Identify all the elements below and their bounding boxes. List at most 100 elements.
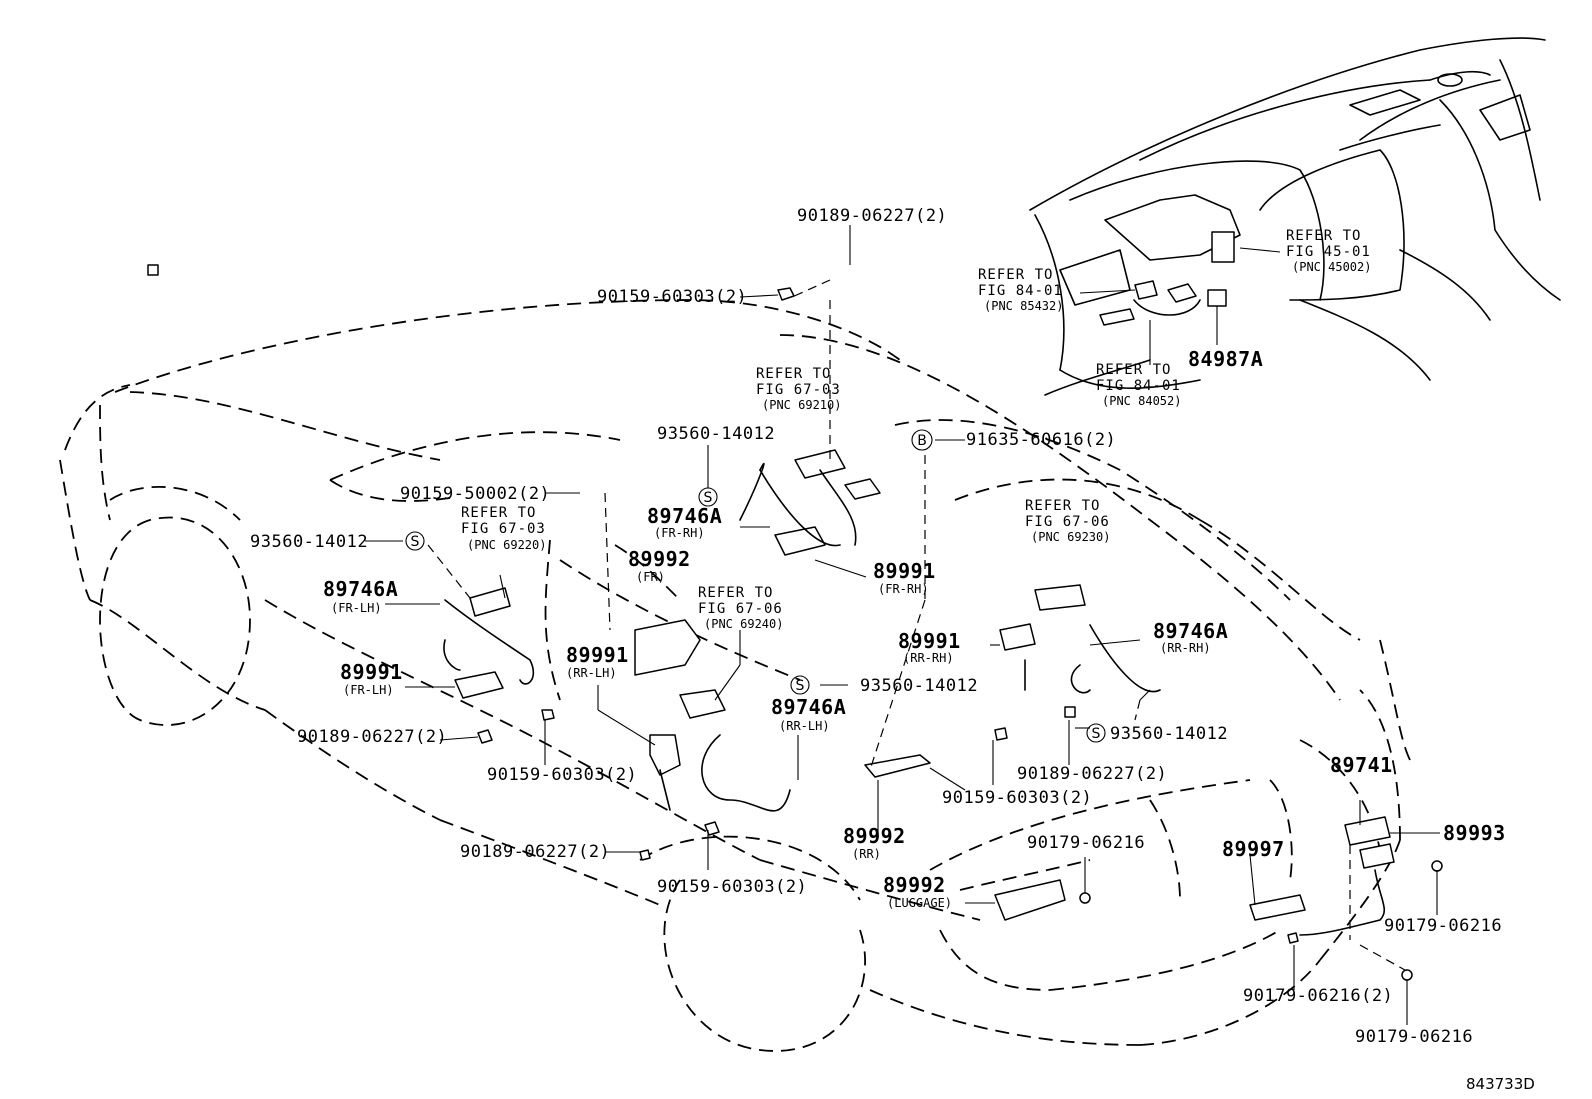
label-89997: 89997 bbox=[1222, 837, 1285, 861]
label-90189-rh: 90189-06227(2) bbox=[1017, 764, 1167, 784]
label-90159-low: 90159-60303(2) bbox=[657, 877, 807, 897]
label-89746A-fr-lh-pos: (FR-LH) bbox=[331, 601, 382, 615]
sensor-rr-lh bbox=[649, 734, 681, 776]
svg-text:B: B bbox=[917, 433, 927, 449]
label-89992-rr: 89992 bbox=[843, 824, 906, 848]
label-89991-fr-rh: 89991 bbox=[873, 559, 936, 583]
label-89992-rr-pos: (RR) bbox=[852, 847, 881, 861]
key-cylinder-shape bbox=[844, 478, 881, 500]
label-84987A: 84987A bbox=[1188, 347, 1263, 371]
ref-67-03-rh-2: FIG 67-03 bbox=[756, 382, 841, 398]
label-89746A-fr-rh-pos: (FR-RH) bbox=[654, 526, 705, 540]
svg-text:S: S bbox=[1092, 726, 1101, 742]
label-90159-top: 90159-60303(2) bbox=[597, 287, 747, 307]
bumper-sensor-fr bbox=[634, 619, 701, 676]
ref-84-01-b-2: FIG 84-01 bbox=[1096, 378, 1181, 394]
label-89991-fr-lh: 89991 bbox=[340, 660, 403, 684]
label-93560-fr-rh: 93560-14012 bbox=[657, 424, 775, 444]
label-93560-rr: 93560-14012 bbox=[1110, 724, 1228, 744]
svg-text:S: S bbox=[411, 534, 420, 550]
label-89992-fr-pos: (FR) bbox=[636, 570, 665, 584]
s-symbol-mid: S bbox=[790, 675, 810, 695]
dashboard-inset bbox=[1029, 37, 1561, 396]
label-90189-low: 90189-06227(2) bbox=[460, 842, 610, 862]
ref-84-01-a-3: (PNC 85432) bbox=[984, 299, 1063, 313]
module-89993 bbox=[1359, 843, 1395, 869]
ref-67-06-lh-3: (PNC 69240) bbox=[704, 617, 783, 631]
sensor-rr-rh bbox=[999, 623, 1036, 651]
part-shapes bbox=[147, 264, 1443, 981]
callout-symbols: S S S S B bbox=[405, 429, 1106, 743]
label-89741: 89741 bbox=[1330, 753, 1393, 777]
label-89991-rr-lh: 89991 bbox=[566, 643, 629, 667]
label-90179-2: 90179-06216(2) bbox=[1243, 986, 1393, 1006]
svg-text:S: S bbox=[704, 490, 713, 506]
sensor-luggage bbox=[994, 879, 1066, 921]
label-90159-50002: 90159-50002(2) bbox=[400, 484, 550, 504]
label-89991-rr-lh-pos: (RR-LH) bbox=[566, 666, 617, 680]
ref-84-01-a-1: REFER TO bbox=[978, 267, 1053, 283]
ref-67-03-lh-3: (PNC 69220) bbox=[467, 538, 546, 552]
label-89746A-rr-lh-pos: (RR-LH) bbox=[779, 719, 830, 733]
ref-45-01-1: REFER TO bbox=[1286, 228, 1361, 244]
car-body-outline bbox=[59, 299, 1411, 1052]
label-93560-fr-lh: 93560-14012 bbox=[250, 532, 368, 552]
ref-67-06-lh-2: FIG 67-06 bbox=[698, 601, 783, 617]
label-90189-top: 90189-06227(2) bbox=[797, 206, 947, 226]
label-89746A-fr-rh: 89746A bbox=[647, 504, 722, 528]
label-89992-fr: 89992 bbox=[628, 547, 691, 571]
sensor-fr-rh bbox=[774, 526, 826, 556]
label-90159-rh: 90159-60303(2) bbox=[942, 788, 1092, 808]
s-symbol-fr-lh: S bbox=[405, 531, 425, 551]
label-93560-mid: 93560-14012 bbox=[860, 676, 978, 696]
leader-lines bbox=[365, 225, 1440, 1025]
ref-45-01-3: (PNC 45002) bbox=[1292, 260, 1371, 274]
clip-shape bbox=[147, 264, 159, 276]
label-89991-rr-rh-pos: (RR-RH) bbox=[903, 651, 954, 665]
ref-67-03-rh-3: (PNC 69210) bbox=[762, 398, 841, 412]
bolt-shape bbox=[777, 287, 795, 301]
b-symbol: B bbox=[911, 429, 933, 451]
ref-67-03-lh-1: REFER TO bbox=[461, 505, 536, 521]
sensor-fr-lh bbox=[454, 671, 504, 699]
label-90159-lh: 90159-60303(2) bbox=[487, 765, 637, 785]
label-89991-rr-rh: 89991 bbox=[898, 629, 961, 653]
label-89991-fr-rh-pos: (FR-RH) bbox=[878, 582, 929, 596]
label-89993: 89993 bbox=[1443, 821, 1506, 845]
label-89746A-fr-lh: 89746A bbox=[323, 577, 398, 601]
diagram-id: 843733D bbox=[1466, 1075, 1535, 1093]
ref-84-01-b-3: (PNC 84052) bbox=[1102, 394, 1181, 408]
label-89991-fr-lh-pos: (FR-LH) bbox=[343, 683, 394, 697]
handle-rr-rh bbox=[1034, 584, 1086, 611]
label-89746A-rr-rh: 89746A bbox=[1153, 619, 1228, 643]
label-89746A-rr-rh-pos: (RR-RH) bbox=[1160, 641, 1211, 655]
ref-67-06-rh-3: (PNC 69230) bbox=[1031, 530, 1110, 544]
label-90189-lh: 90189-06227(2) bbox=[297, 727, 447, 747]
ref-67-06-rh-1: REFER TO bbox=[1025, 498, 1100, 514]
label-91635: 91635-60616(2) bbox=[966, 430, 1116, 450]
ref-84-01-b-1: REFER TO bbox=[1096, 362, 1171, 378]
sensor-rr bbox=[864, 754, 931, 778]
ref-67-03-lh-2: FIG 67-03 bbox=[461, 521, 546, 537]
handle-lh bbox=[469, 587, 511, 617]
ref-67-03-rh-1: REFER TO bbox=[756, 366, 831, 382]
label-90179-bottom: 90179-06216 bbox=[1355, 1027, 1473, 1047]
handle-rr-lh bbox=[679, 689, 726, 719]
s-symbol-fr-rh: S bbox=[698, 487, 718, 507]
ref-67-06-lh-1: REFER TO bbox=[698, 585, 773, 601]
ref-45-01-2: FIG 45-01 bbox=[1286, 244, 1371, 260]
handle-shape bbox=[794, 449, 846, 479]
label-90179-top: 90179-06216 bbox=[1027, 833, 1145, 853]
part-labels: 90189-06227(2) 90159-60303(2) REFER TO F… bbox=[250, 206, 1535, 1093]
ref-67-06-rh-2: FIG 67-06 bbox=[1025, 514, 1110, 530]
label-89992-lug: 89992 bbox=[883, 873, 946, 897]
label-89992-lug-pos: (LUGGAGE) bbox=[887, 896, 952, 910]
label-90179-right: 90179-06216 bbox=[1384, 916, 1502, 936]
sensor-89997 bbox=[1249, 894, 1306, 921]
label-89746A-rr-lh: 89746A bbox=[771, 695, 846, 719]
s-symbol-rr: S bbox=[1086, 723, 1106, 743]
ref-84-01-a-2: FIG 84-01 bbox=[978, 283, 1063, 299]
module-89741 bbox=[1344, 816, 1391, 846]
svg-text:S: S bbox=[796, 678, 805, 694]
